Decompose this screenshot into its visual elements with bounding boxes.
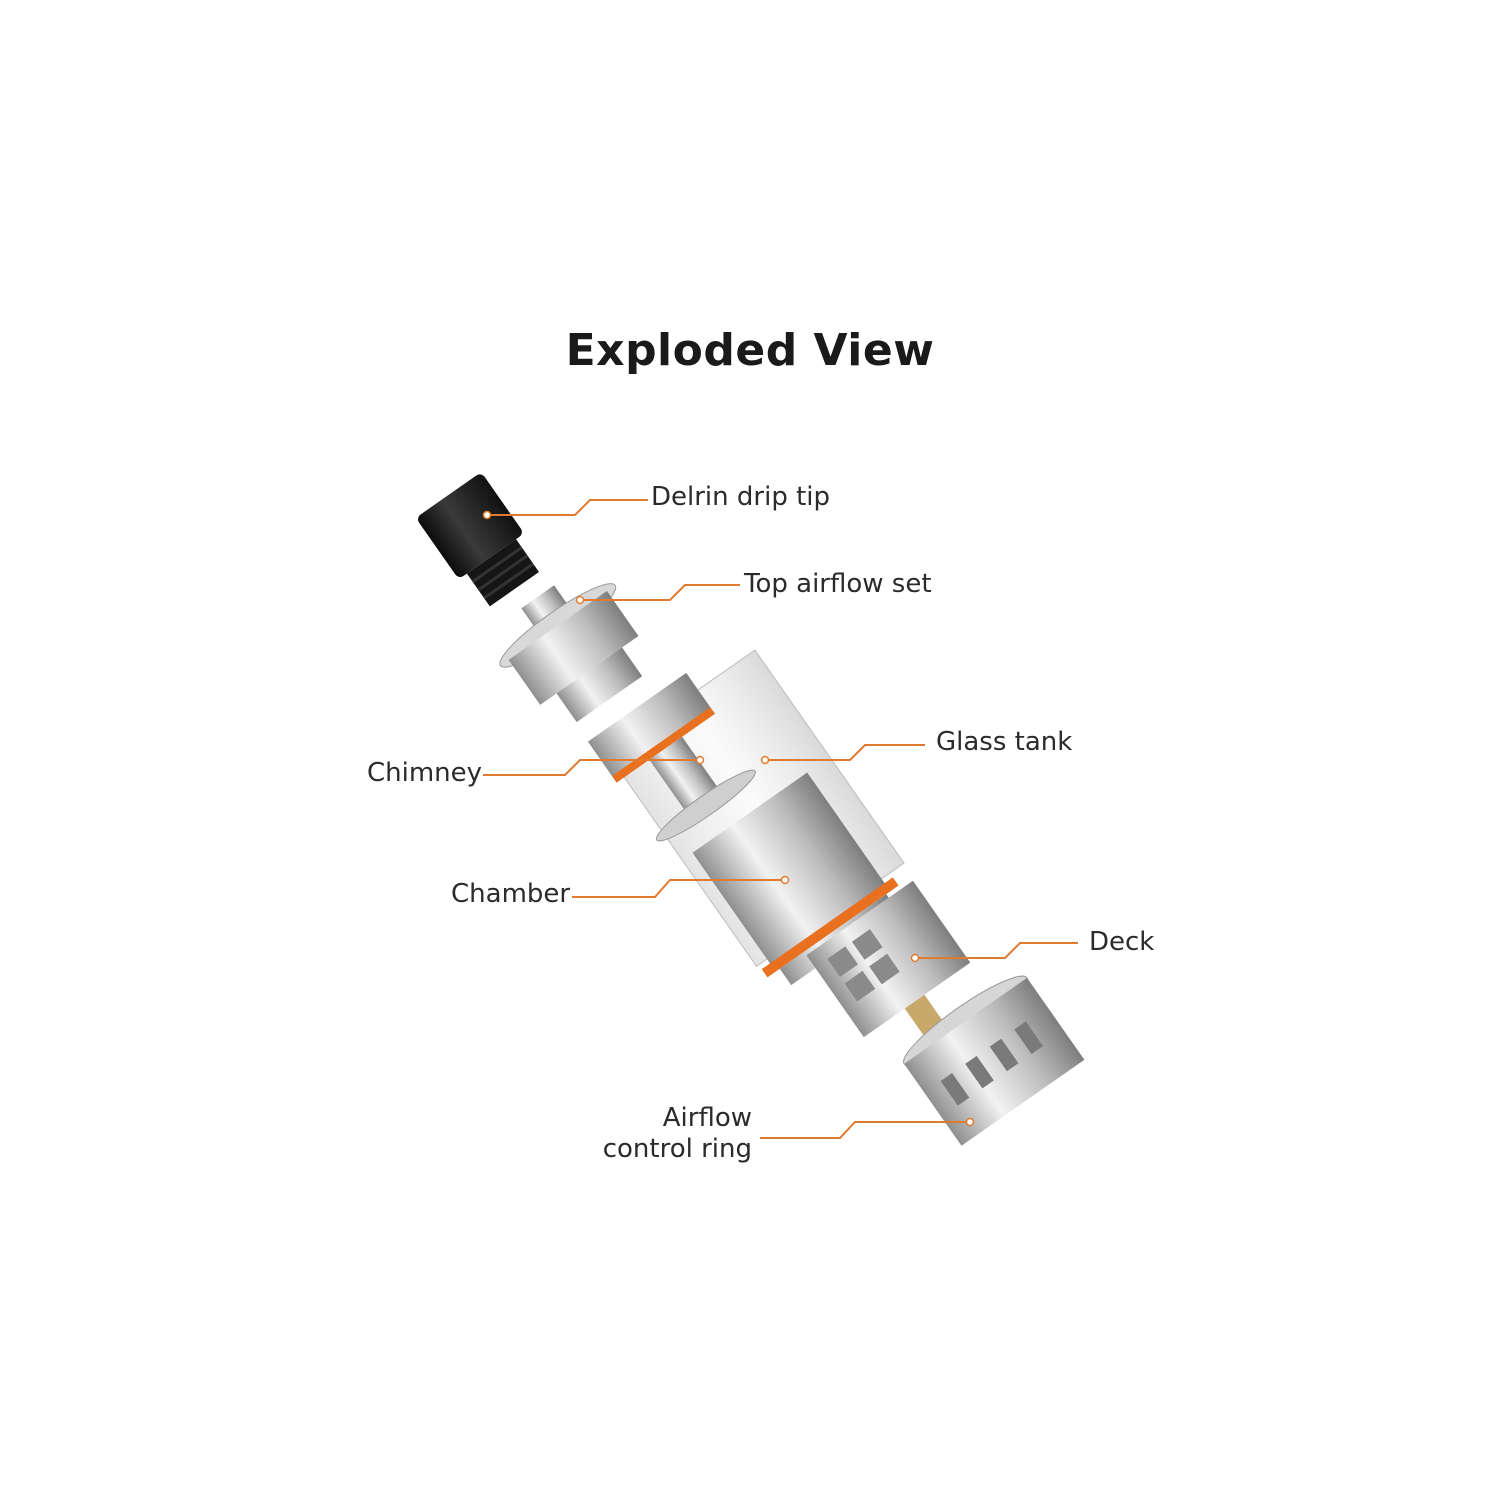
chimney-dot [695, 755, 705, 765]
top-airflow-leader [580, 584, 740, 601]
label-airflow-ring-line1: Airflow [662, 1103, 752, 1133]
chamber-dot [780, 875, 790, 885]
label-drip-tip: Delrin drip tip [651, 482, 831, 512]
drip-tip-part [418, 474, 539, 607]
chimney-part [587, 672, 756, 842]
label-glass-tank: Glass tank [936, 727, 1073, 757]
chimney-leader [483, 759, 700, 776]
page-title: Exploded View [565, 325, 935, 376]
top-airflow-part [499, 583, 643, 723]
airflow-ring-part [903, 975, 1085, 1146]
airflow-ring-leader [760, 1121, 970, 1139]
drip-tip-leader [487, 499, 648, 516]
top-airflow-dot [575, 595, 585, 605]
label-chamber: Chamber [451, 879, 571, 909]
glass-tank-leader [765, 744, 925, 761]
drip-tip-dot [482, 510, 492, 520]
label-deck: Deck [1089, 927, 1155, 957]
label-top-airflow: Top airflow set [744, 569, 932, 599]
airflow-ring-dot [965, 1117, 975, 1127]
label-chimney: Chimney [367, 758, 483, 788]
label-airflow-ring-line2: control ring [602, 1134, 752, 1164]
deck-part [806, 880, 971, 1042]
deck-dot [910, 953, 920, 963]
deck-leader [915, 942, 1078, 959]
chamber-leader [572, 879, 785, 898]
glass-tank-dot [760, 755, 770, 765]
